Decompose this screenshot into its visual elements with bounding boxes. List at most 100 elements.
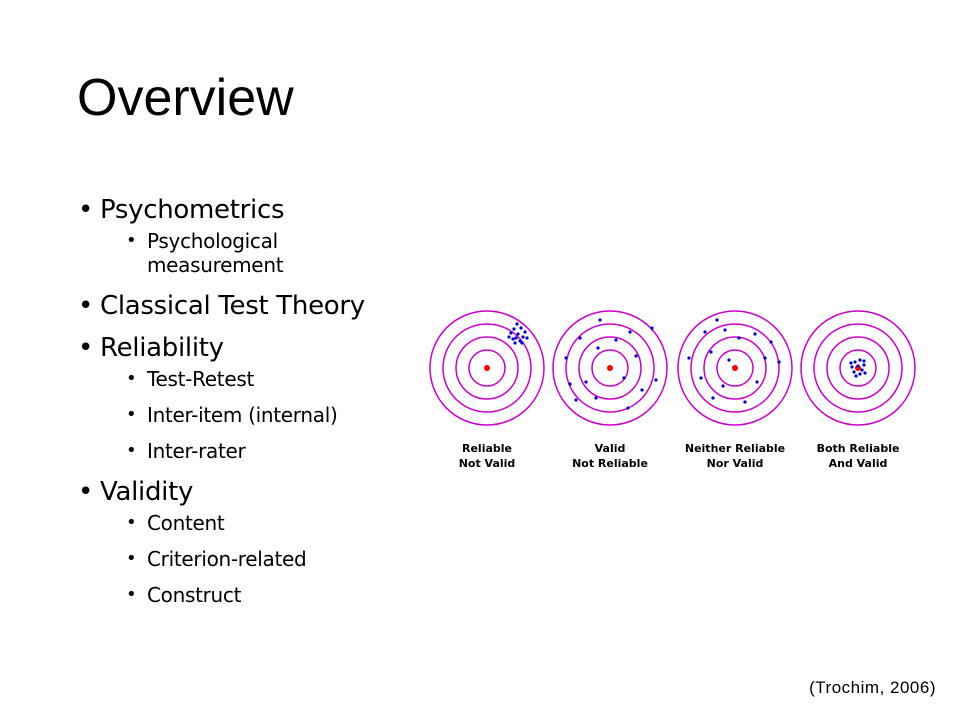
sub-bullet-label: Psychological measurement <box>147 229 284 277</box>
target-ring <box>442 323 532 413</box>
shot-dot <box>769 340 773 344</box>
bullet-classical-test-theory: Classical Test Theory <box>78 289 418 323</box>
bullseye-dot <box>607 365 613 371</box>
target-ring <box>552 310 668 426</box>
target-ring <box>565 323 655 413</box>
sub-bullet-inter-item: Inter-item (internal) <box>100 403 418 427</box>
shot-dot <box>514 336 518 340</box>
shot-dot <box>626 406 630 410</box>
shot-dot <box>509 331 513 335</box>
shot-dot <box>523 330 527 334</box>
target-ring <box>703 336 767 400</box>
target-diagram: Reliable Not Valid Valid Not Reliable Ne… <box>429 310 916 470</box>
shot-dot <box>650 326 654 330</box>
shot-dot <box>858 372 862 376</box>
target-neither-reliable-nor-valid <box>677 310 793 426</box>
target-ring <box>578 336 642 400</box>
caption-line-2: And Valid <box>829 457 888 470</box>
shot-dot <box>852 370 856 374</box>
shot-dot <box>596 346 600 350</box>
caption-line-1: Both Reliable <box>817 442 900 455</box>
target-both-reliable-and-valid <box>800 310 916 426</box>
citation: (Trochim, 2006) <box>809 678 936 697</box>
shot-dot <box>856 364 860 368</box>
shot-dot <box>628 330 632 334</box>
bullet-label: Reliability <box>100 333 224 363</box>
shot-dot <box>634 354 638 358</box>
sub-bullet-inter-rater: Inter-rater <box>100 439 418 463</box>
target-ring <box>591 349 629 387</box>
shot-dot <box>853 360 857 364</box>
shot-dot <box>709 350 713 354</box>
shot-dot <box>723 328 727 332</box>
slide-title: Overview <box>77 69 294 127</box>
shot-dot <box>515 322 519 326</box>
shot-dot <box>519 326 523 330</box>
sub-bullet-psychological-measurement: Psychological measurement <box>100 229 418 277</box>
shot-dot <box>516 332 520 336</box>
caption-line-1: Valid <box>595 442 626 455</box>
sub-bullet-criterion-related: Criterion-related <box>100 547 418 571</box>
shot-dot <box>862 359 866 363</box>
sub-bullet-label: Criterion-related <box>147 547 307 571</box>
shot-dot <box>863 371 867 375</box>
caption-line-1: Neither Reliable <box>685 442 785 455</box>
sub-bullet-test-retest: Test-Retest <box>100 367 418 391</box>
shot-dot <box>525 336 529 340</box>
shot-dot <box>518 339 522 343</box>
target-ring <box>690 323 780 413</box>
sub-bullet-list: Psychological measurement <box>100 229 418 277</box>
target-ring <box>716 349 754 387</box>
shot-dot <box>858 358 862 362</box>
shot-dot <box>753 332 757 336</box>
shot-dot <box>699 376 703 380</box>
shot-dot <box>715 318 719 322</box>
shot-dot <box>850 365 854 369</box>
shot-dot <box>763 356 767 360</box>
shot-dot <box>568 382 572 386</box>
shot-dot <box>614 338 618 342</box>
sub-bullet-label: Inter-rater <box>147 439 246 463</box>
shot-dot <box>520 341 524 345</box>
target-ring <box>813 323 903 413</box>
shot-dot <box>564 356 568 360</box>
sub-bullet-label: Test-Retest <box>147 367 255 391</box>
target-ring <box>826 336 890 400</box>
bullet-list: Psychometrics Psychological measurement … <box>78 193 418 619</box>
shot-dot <box>654 378 658 382</box>
target-ring <box>468 349 506 387</box>
shot-dot <box>860 368 864 372</box>
shot-dot <box>703 330 707 334</box>
shot-dot <box>854 374 858 378</box>
bullseye-dot <box>732 365 738 371</box>
caption-line-2: Not Valid <box>459 457 516 470</box>
sub-bullet-label: Construct <box>147 583 242 607</box>
sub-bullet-label: Inter-item (internal) <box>147 403 338 427</box>
target-ring <box>839 349 877 387</box>
target-ring <box>677 310 793 426</box>
shot-dot <box>640 388 644 392</box>
shot-dot <box>755 380 759 384</box>
shot-dot <box>594 396 598 400</box>
bullet-label: Validity <box>100 477 194 507</box>
shot-dot <box>584 380 588 384</box>
bullet-validity: Validity Content Criterion-related Const… <box>78 475 418 607</box>
bullet-label: Psychometrics <box>100 195 285 225</box>
sub-bullet-list: Test-Retest Inter-item (internal) Inter-… <box>100 367 418 463</box>
shot-dot <box>711 396 715 400</box>
sub-bullet-list: Content Criterion-related Construct <box>100 511 418 607</box>
bullet-reliability: Reliability Test-Retest Inter-item (inte… <box>78 331 418 463</box>
shot-dot <box>727 358 731 362</box>
shot-dot <box>622 376 626 380</box>
shot-dot <box>687 356 691 360</box>
bullseye-dot <box>484 365 490 371</box>
shot-dot <box>511 337 515 341</box>
shot-dot <box>507 335 511 339</box>
target-ring <box>800 310 916 426</box>
shot-dot <box>521 335 525 339</box>
sub-bullet-content: Content <box>100 511 418 535</box>
sub-bullet-label: Content <box>147 511 225 535</box>
bullet-label: Classical Test Theory <box>100 291 365 321</box>
shot-dot <box>737 336 741 340</box>
shot-dot <box>574 398 578 402</box>
